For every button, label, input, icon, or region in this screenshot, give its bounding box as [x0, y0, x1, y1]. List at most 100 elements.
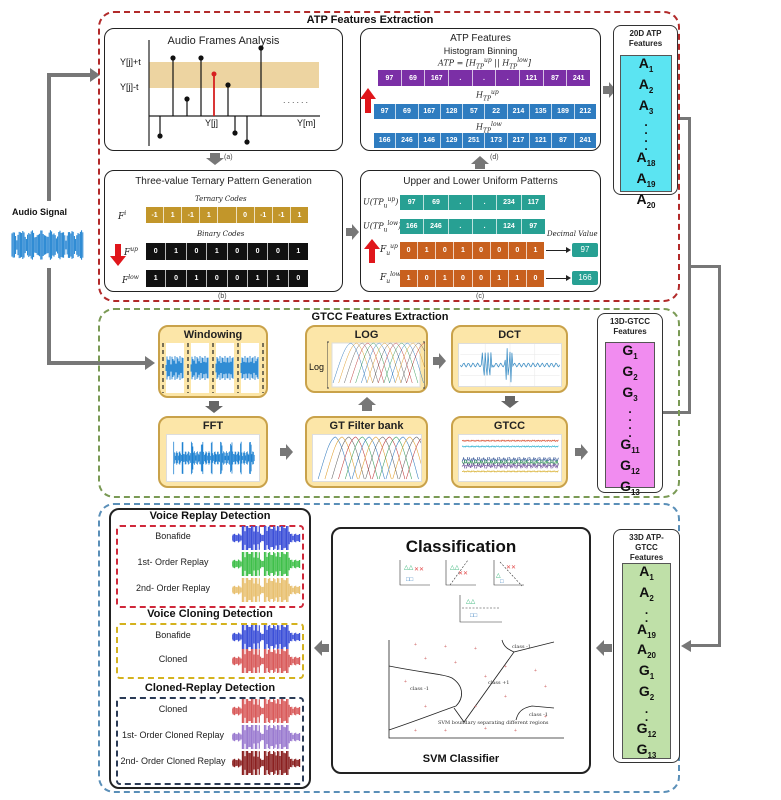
value-cell: 217: [507, 133, 531, 148]
waveform-icon: [232, 625, 301, 649]
value-cell: 0: [166, 270, 187, 287]
f-i-label: Fi: [118, 210, 127, 222]
value-cell: 241: [567, 70, 591, 86]
dct-plot: [458, 343, 562, 387]
classification-title: Classification: [405, 537, 517, 556]
arrow-head-to-windowing: [145, 356, 155, 370]
svg-text:+: +: [404, 679, 407, 685]
value-cell: 246: [424, 219, 449, 234]
histogram-binning-title: Histogram Binning: [443, 46, 518, 56]
svg-text:+: +: [504, 664, 507, 670]
detection-class-label: Bonafide: [155, 531, 191, 541]
feature-item: A19: [636, 170, 656, 189]
value-cell: 0: [268, 243, 289, 260]
arrow-d-to-features-head: [609, 82, 616, 98]
value-cell: 0: [490, 242, 509, 259]
one-vs-all-plots: △△△△△△△ ✕✕✕✕✕✕ □□□□□: [399, 559, 524, 623]
h-low-label: HTPlow: [476, 121, 502, 135]
arrow-combined-to-class: [604, 644, 612, 652]
connector-audio-to-gtcc-horizontal: [47, 361, 147, 365]
decimal-arrow-low-head: [566, 275, 571, 281]
value-cell: 167: [425, 70, 450, 86]
ellipsis-dot: .: [628, 402, 632, 417]
detection-class-label: Cloned: [158, 704, 188, 714]
value-cell: 128: [440, 104, 464, 119]
value-cell: 97: [521, 219, 545, 234]
feature-item: G2: [638, 682, 655, 702]
audio-signal-label: Audio Signal: [12, 207, 67, 217]
red-down-arrow-head: [110, 256, 126, 266]
value-cell: 117: [521, 195, 545, 210]
feature-item: A2: [638, 75, 654, 95]
classification-panel: Classification SVM Classifier: [331, 527, 591, 774]
arrow-gtcc-to-features: [575, 448, 581, 456]
decimal-up-value: 97: [572, 243, 598, 257]
log-plot: [327, 341, 425, 389]
feature-item: A18: [636, 149, 656, 169]
svg-text:+: +: [474, 646, 477, 652]
windowing-plot: [162, 343, 264, 393]
value-cell: 87: [543, 70, 568, 86]
value-cell: 173: [485, 133, 508, 148]
voice-replay-group: [116, 525, 304, 608]
svg-text:✕✕: ✕✕: [506, 565, 516, 571]
svg-text:△△: △△: [450, 565, 460, 571]
connector-audio-to-atp-horizontal: [47, 73, 92, 77]
svm-class-neg-label-top: class -1: [512, 644, 531, 650]
value-cell: 69: [396, 104, 419, 119]
value-cell: 1: [490, 270, 509, 287]
value-cell: 69: [401, 70, 426, 86]
gtcc-title: GTCC: [493, 420, 526, 432]
voice-replay-title: Voice Replay Detection: [149, 510, 271, 522]
red-up-arrow-d: [365, 99, 371, 113]
value-cell: 121: [530, 133, 553, 148]
decimal-arrow-low: [546, 278, 568, 279]
red-down-arrow: [115, 244, 121, 257]
decimal-heading: Decimal Value: [547, 230, 598, 238]
red-up-arrow-c-head: [364, 239, 380, 249]
value-cell: 22: [485, 104, 508, 119]
feature-item: G13: [620, 477, 640, 497]
detection-class-label: Cloned: [158, 654, 188, 664]
feature-item: G12: [636, 719, 657, 739]
value-cell: 1: [200, 207, 219, 223]
waveform-icon: [232, 526, 301, 550]
feature-item: G11: [620, 436, 640, 456]
decimal-arrow-up-head: [566, 247, 571, 253]
waveform-icon: [232, 552, 301, 576]
waveform-icon: [232, 578, 301, 602]
connector-right-vertical-1: [688, 117, 691, 313]
value-cell: 1: [290, 207, 308, 223]
svg-text:+: +: [424, 704, 427, 710]
arrow-gt-to-log: [362, 405, 372, 411]
y-end-label: Y[m]: [297, 118, 316, 128]
decimal-low-value: 166: [572, 271, 598, 285]
svm-class-pos-label: class +1: [488, 680, 509, 686]
value-cell: 1: [207, 243, 228, 260]
ellipsis-dot: .: [628, 426, 632, 441]
feature-item: A3: [638, 96, 654, 116]
atp-features-title: ATP Features: [450, 33, 511, 44]
value-cell: 212: [574, 104, 596, 119]
detection-class-label: 2nd- Order Replay: [135, 583, 211, 593]
stem-plot: [148, 40, 320, 146]
value-cell: 1: [508, 270, 527, 287]
feature-item: A20: [636, 641, 657, 661]
svg-text:✕✕: ✕✕: [458, 571, 468, 577]
gtcc-section: [98, 308, 680, 498]
value-cell: 1: [164, 207, 183, 223]
u-up-label: U(TPuup): [363, 196, 399, 210]
value-cell: 1: [526, 242, 544, 259]
svg-text:+: +: [414, 728, 417, 734]
value-cell: 69: [424, 195, 449, 210]
arrow-c-to-d: [475, 164, 485, 169]
arrow-dct-to-gtcc-head: [501, 401, 519, 408]
value-cell: 0: [400, 242, 419, 259]
value-cell: 0: [472, 242, 491, 259]
value-cell: 1: [166, 243, 187, 260]
